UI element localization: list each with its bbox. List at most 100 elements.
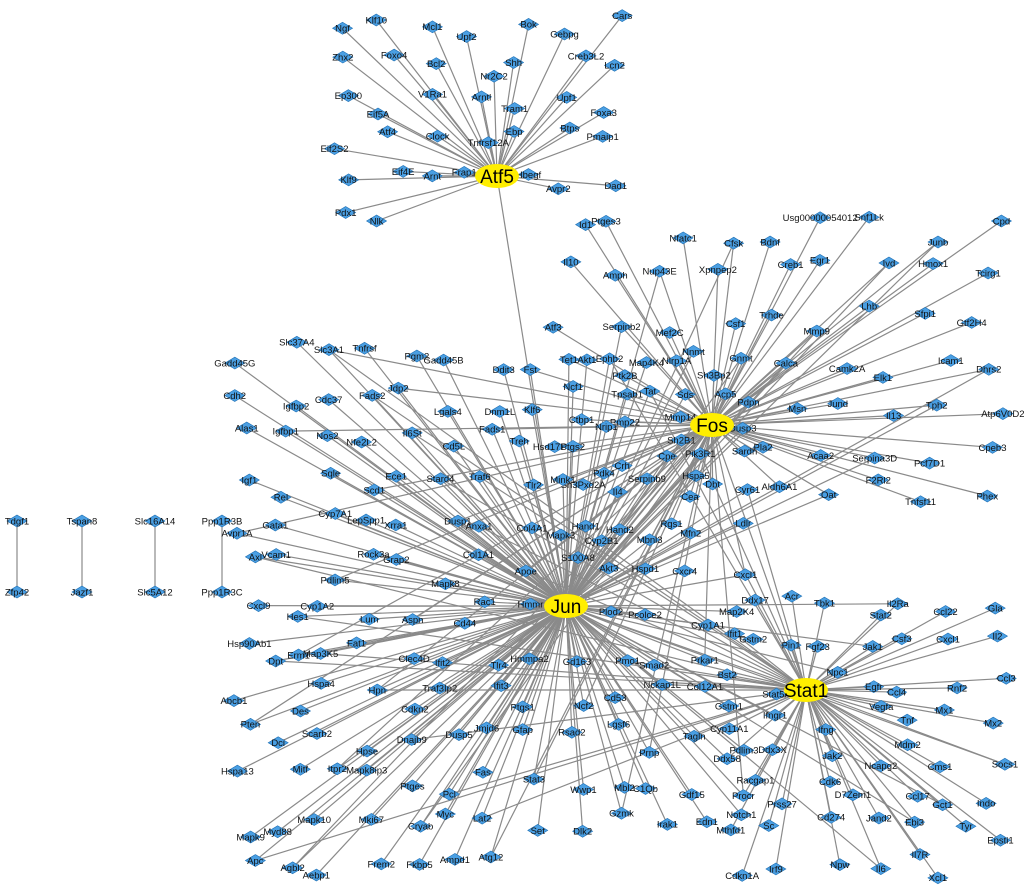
gene-node[interactable]: Id1 xyxy=(575,218,597,231)
gene-node[interactable]: Phex xyxy=(976,489,998,502)
gene-node[interactable]: Igfbp2 xyxy=(283,399,309,412)
gene-node[interactable]: Ptges xyxy=(400,779,425,792)
gene-node[interactable]: Bok xyxy=(517,17,540,31)
gene-node[interactable]: Ppp1R3C xyxy=(201,585,243,598)
gene-node[interactable]: Cxcl1 xyxy=(936,632,960,645)
gene-node[interactable]: Gata1 xyxy=(262,518,288,531)
gene-node[interactable]: Irak1 xyxy=(656,817,678,831)
gene-node[interactable]: Frem2 xyxy=(368,857,395,870)
gene-node[interactable]: Pdpn xyxy=(737,395,760,409)
gene-node[interactable]: Hspa4 xyxy=(307,677,335,690)
gene-node[interactable]: Nckap1L xyxy=(643,678,681,691)
gene-node[interactable]: Cms1 xyxy=(928,760,953,773)
gene-node[interactable]: Cpe xyxy=(656,449,678,462)
gene-node[interactable]: Mthfd1 xyxy=(716,823,745,836)
gene-node[interactable]: Agbl2 xyxy=(280,861,305,874)
gene-node[interactable]: Shh xyxy=(502,56,525,69)
gene-node[interactable]: Edn1 xyxy=(696,815,718,828)
gene-node[interactable]: Mapk3 xyxy=(547,528,576,541)
gene-node[interactable]: Atg12 xyxy=(479,850,504,863)
gene-node[interactable]: Cd53 xyxy=(604,691,627,704)
gene-node[interactable]: Ccl22 xyxy=(933,605,958,618)
gene-node[interactable]: Arnt xyxy=(421,169,443,182)
gene-node[interactable]: Irf9 xyxy=(765,862,787,875)
gene-node[interactable]: Tnfsf11 xyxy=(905,495,936,508)
gene-node[interactable]: Cd274 xyxy=(817,810,845,824)
gene-node[interactable]: Dbt xyxy=(702,477,724,490)
gene-node[interactable]: Mfn2 xyxy=(680,526,702,539)
gene-node[interactable]: Aspn xyxy=(402,613,424,626)
gene-node[interactable]: Crh xyxy=(611,459,633,472)
gene-node[interactable]: Jdp2 xyxy=(387,381,409,395)
gene-node[interactable]: Amph xyxy=(603,268,628,282)
gene-node[interactable]: Tnf xyxy=(896,713,918,727)
gene-node[interactable]: Msn xyxy=(786,402,808,415)
gene-node[interactable]: Cyp2B1 xyxy=(585,534,619,547)
gene-node[interactable]: Mapk8 xyxy=(431,577,460,590)
gene-node[interactable]: Tlr2 xyxy=(522,478,545,491)
gene-node[interactable]: Pdk4 xyxy=(593,466,615,480)
gene-node[interactable]: Cyr61 xyxy=(735,483,760,496)
gene-node[interactable]: Gstm1 xyxy=(715,699,743,712)
gene-node[interactable]: Tram1 xyxy=(501,102,528,115)
gene-node[interactable]: Il13 xyxy=(883,409,905,422)
gene-node[interactable]: Nfe2L2 xyxy=(346,435,377,448)
gene-node[interactable]: Slc3A1 xyxy=(314,343,344,356)
gene-node[interactable]: Btps xyxy=(559,121,581,134)
gene-node[interactable]: Mbl2 xyxy=(613,781,636,794)
gene-node[interactable]: Tspan8 xyxy=(67,514,98,527)
gene-node[interactable]: Pmaip1 xyxy=(587,130,619,143)
gene-node[interactable]: Cdh2 xyxy=(223,389,246,402)
gene-node[interactable]: Il10 xyxy=(560,255,582,268)
gene-node[interactable]: Gzmk xyxy=(609,806,634,820)
gene-node[interactable]: C1Qb xyxy=(633,782,658,795)
gene-node[interactable]: Fas xyxy=(472,765,494,779)
gene-node[interactable]: Akt3 xyxy=(598,561,620,575)
gene-node[interactable]: Fads1 xyxy=(479,422,505,436)
gene-node[interactable]: Cdc37 xyxy=(315,393,342,406)
gene-node[interactable]: Cxcl9 xyxy=(247,599,271,612)
gene-node[interactable]: Jak1 xyxy=(862,640,884,653)
gene-node[interactable]: Cdkn2 xyxy=(401,702,429,715)
gene-node[interactable]: Dusp5 xyxy=(445,728,473,741)
gene-node[interactable]: Cea xyxy=(679,490,701,503)
gene-node[interactable]: Frap1 xyxy=(452,165,477,179)
gene-node[interactable]: Csf1 xyxy=(725,317,747,330)
gene-node[interactable]: Alas1 xyxy=(235,421,259,434)
gene-node[interactable]: Slc37A4 xyxy=(279,335,315,349)
gene-node[interactable]: Col1A1 xyxy=(463,548,494,561)
gene-node[interactable]: Sh3Bp2 xyxy=(697,368,731,382)
gene-node[interactable]: Cd5L xyxy=(442,439,465,453)
gene-node[interactable]: Hes1 xyxy=(287,610,309,623)
gene-node[interactable]: Aebp1 xyxy=(303,868,330,881)
gene-node[interactable]: Zfp42 xyxy=(5,585,29,598)
gene-node[interactable]: Hspa13 xyxy=(221,764,254,778)
gene-node[interactable]: Eif5A xyxy=(367,107,390,120)
gene-node[interactable]: Gct1 xyxy=(932,798,954,811)
gene-node[interactable]: Upf1 xyxy=(556,91,578,104)
gene-node[interactable]: Ddx17 xyxy=(741,593,769,607)
gene-node[interactable]: Akt1 xyxy=(576,353,598,366)
gene-node[interactable]: Ncf1 xyxy=(562,380,584,393)
gene-node[interactable]: Dlk2 xyxy=(572,824,594,838)
gene-node[interactable]: Icam1 xyxy=(938,354,964,367)
gene-node[interactable]: Traf3Ip2 xyxy=(422,681,457,694)
gene-node[interactable]: Zhx2 xyxy=(332,50,354,63)
gene-node[interactable]: Serpinb9 xyxy=(628,472,666,485)
gene-node[interactable]: Procr xyxy=(732,789,755,802)
gene-node[interactable]: Lgals4 xyxy=(434,405,462,418)
gene-node[interactable]: Igf1 xyxy=(238,473,260,486)
gene-node[interactable]: Gstm2 xyxy=(739,632,767,646)
gene-node[interactable]: Tat xyxy=(639,384,661,398)
gene-node[interactable]: D7Zem1 xyxy=(835,788,871,801)
gene-node[interactable]: Tlr4 xyxy=(488,658,510,672)
gene-node[interactable]: Tagln xyxy=(683,729,706,743)
gene-node[interactable]: Nrip1 xyxy=(595,420,618,433)
gene-node[interactable]: Pdx1 xyxy=(335,206,357,219)
gene-node[interactable]: Elk1 xyxy=(872,371,894,384)
gene-node[interactable]: Serpina3D xyxy=(852,451,897,464)
gene-node[interactable]: Pmo1 xyxy=(615,654,640,667)
gene-node[interactable]: Anxa1 xyxy=(465,519,492,533)
gene-node[interactable]: Apoe xyxy=(515,564,537,577)
gene-node[interactable]: Map2K4 xyxy=(719,605,754,618)
